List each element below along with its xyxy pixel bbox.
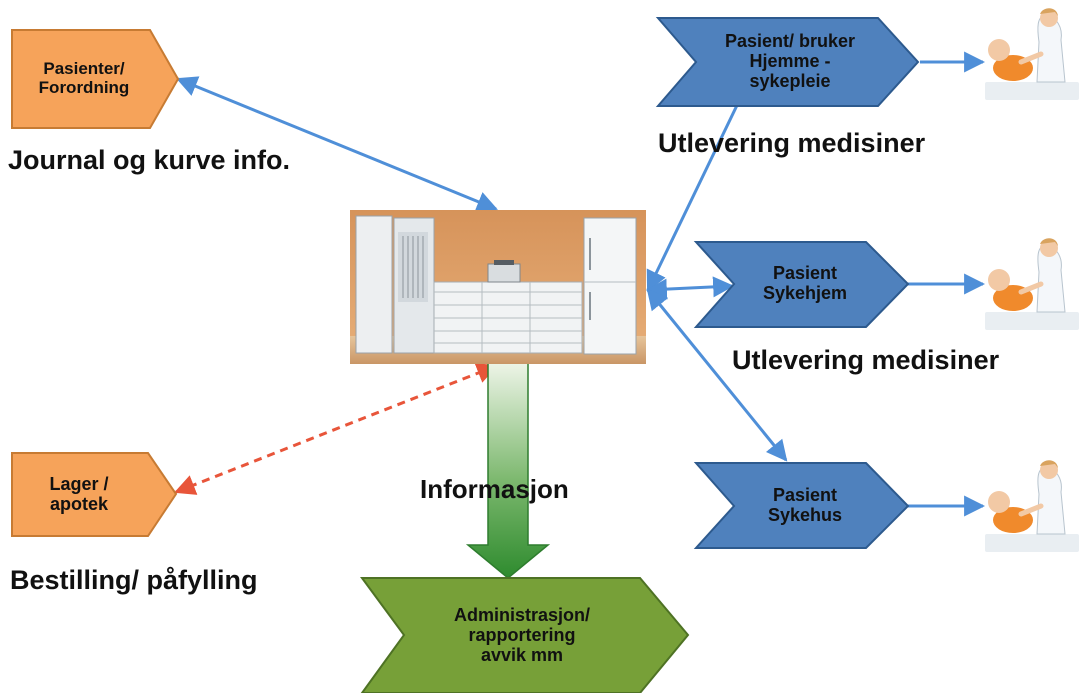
journal-connector-arrow [176,76,498,212]
pasienter-forordning-shape [11,29,180,129]
hjemmesykepleie-shape [655,17,920,107]
bestilling-connector-arrow [174,363,498,495]
patient-hospital-illustration [985,460,1079,552]
hjemmesykepleie-label: Pasient/ bruker Hjemme - sykepleie [724,31,856,91]
informasjon-arrow [465,361,551,579]
journal-caption: Journal og kurve info. [8,145,291,175]
informasjon-caption: Informasjon [420,474,569,504]
sykehjem-label: Pasient Sykehjem [762,263,848,303]
lager-apotek-label: Lager / apotek [49,474,109,514]
lager-apotek-shape [11,452,178,537]
administrasjon-shape [360,577,690,693]
utlevering-top-caption: Utlevering medisiner [658,128,926,158]
sykehus-shape [693,462,910,549]
sykehus-label: Pasient Sykehus [767,485,843,525]
sykehjem-connector-arrow [645,276,735,300]
sykehus-connector-arrow [646,288,788,462]
administrasjon-label: Administrasjon/ rapportering avvik mm [453,605,591,665]
bestilling-caption: Bestilling/ påfylling [10,565,258,595]
sykehjem-shape [693,241,910,328]
patient-home-illustration [985,8,1079,100]
pasienter-forordning-label: Pasienter/ Forordning [38,59,130,97]
medication-robot-illustration [350,210,646,364]
patient-nursinghome-illustration [985,238,1079,330]
utlevering-mid-caption: Utlevering medisiner [732,345,1000,375]
